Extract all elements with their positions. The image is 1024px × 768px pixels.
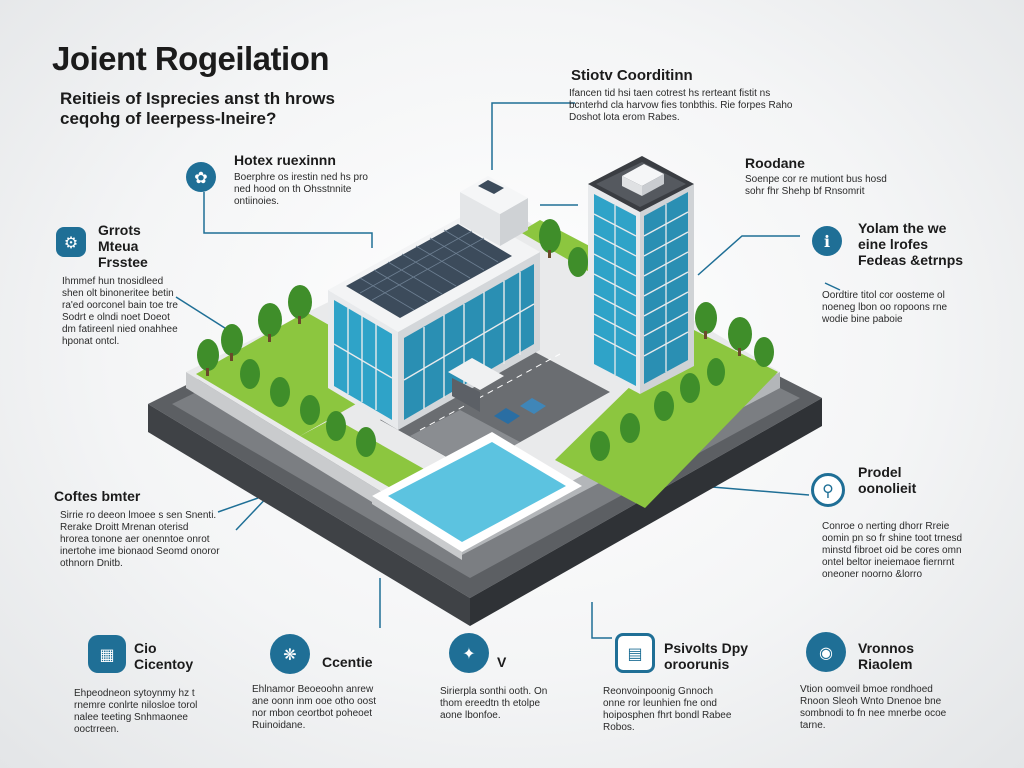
page-title: Joient Rogeilation bbox=[52, 40, 330, 77]
connector-lines bbox=[175, 102, 841, 639]
connector-line bbox=[697, 235, 800, 276]
connector-line bbox=[591, 602, 612, 639]
bottom-item-text: Reonvoinpoonig Gnnoch onne ror leunhien … bbox=[603, 686, 732, 733]
connector-line bbox=[824, 282, 841, 291]
info-icon: ℹ bbox=[812, 226, 842, 256]
callout-label: Hotex ruexinnn bbox=[234, 152, 336, 168]
chart-icon: ▦ bbox=[88, 635, 126, 673]
callout-label: Stiotv Coorditinn bbox=[571, 67, 693, 84]
bottom-item-text: Vtion oomveil bmoe rondhoed Rnoon Sleoh … bbox=[800, 684, 947, 731]
bottom-item-text: Sirierpla sonthi ooth. On thom ereedtn t… bbox=[440, 686, 548, 721]
fingerprint-icon: ✿ bbox=[186, 162, 216, 192]
bottom-item-label: Ccentie bbox=[322, 654, 373, 670]
left-building bbox=[328, 176, 540, 430]
connector-line bbox=[711, 486, 810, 496]
callout-label: Yolam the we eine lrofes Fedeas &etrnps bbox=[858, 220, 964, 268]
callout-text: Conroe o nerting dhorr Rreie oomin pn so… bbox=[822, 521, 963, 580]
connector-line bbox=[203, 192, 373, 248]
connector-line bbox=[175, 296, 229, 331]
puzzle-icon: ❋ bbox=[270, 634, 310, 674]
connector-line bbox=[491, 102, 575, 170]
callout-label: Prodel oonolieit bbox=[858, 464, 917, 496]
callout-label: Coftes bmter bbox=[54, 488, 141, 504]
search-icon: ⚲ bbox=[811, 473, 845, 507]
bottom-item-label: V bbox=[497, 654, 507, 670]
page-subtitle: Reitieis of Isprecies anst th hrows ceqo… bbox=[60, 89, 335, 128]
bottom-item-text: Ehpeodneon sytoynmy hz t rnemre conlrte … bbox=[74, 688, 198, 735]
callout-text: Oordtire titol cor oosteme ol noeneg lbo… bbox=[822, 290, 948, 325]
bottom-item-text: Ehlnamor Beoeoohn anrew ane oonn inm ooe… bbox=[252, 684, 376, 731]
bottom-item-label: Psivolts Dpy oroorunis bbox=[664, 640, 749, 672]
connector-line bbox=[217, 497, 259, 513]
gear-icon: ⚙ bbox=[56, 227, 86, 257]
right-tower bbox=[588, 156, 694, 394]
tools-icon: ✦ bbox=[449, 633, 489, 673]
target-icon: ◉ bbox=[806, 632, 846, 672]
callout-label: Grrots Mteua Frsstee bbox=[98, 222, 148, 270]
callout-text: Boerphre os irestin ned hs pro ned hood … bbox=[234, 172, 368, 207]
callout-text: Soenpe cor re mutiont bus hosd sohr fhr … bbox=[745, 174, 887, 197]
document-icon: ▤ bbox=[615, 633, 655, 673]
bottom-item-label: Vronnos Riaolem bbox=[858, 640, 915, 672]
cars bbox=[494, 398, 546, 424]
callout-text: Sirrie ro deeon lmoee s sen Snenti. Rera… bbox=[60, 510, 220, 569]
callout-text: Ihmmef hun tnosidleed shen olt binonerit… bbox=[62, 276, 178, 347]
trees bbox=[197, 219, 774, 461]
callout-label: Roodane bbox=[745, 155, 805, 171]
pool bbox=[372, 432, 582, 560]
bottom-item-label: Cio Cicentoy bbox=[134, 640, 194, 672]
callout-text: Ifancen tid hsi taen cotrest hs rerteant… bbox=[569, 88, 793, 123]
